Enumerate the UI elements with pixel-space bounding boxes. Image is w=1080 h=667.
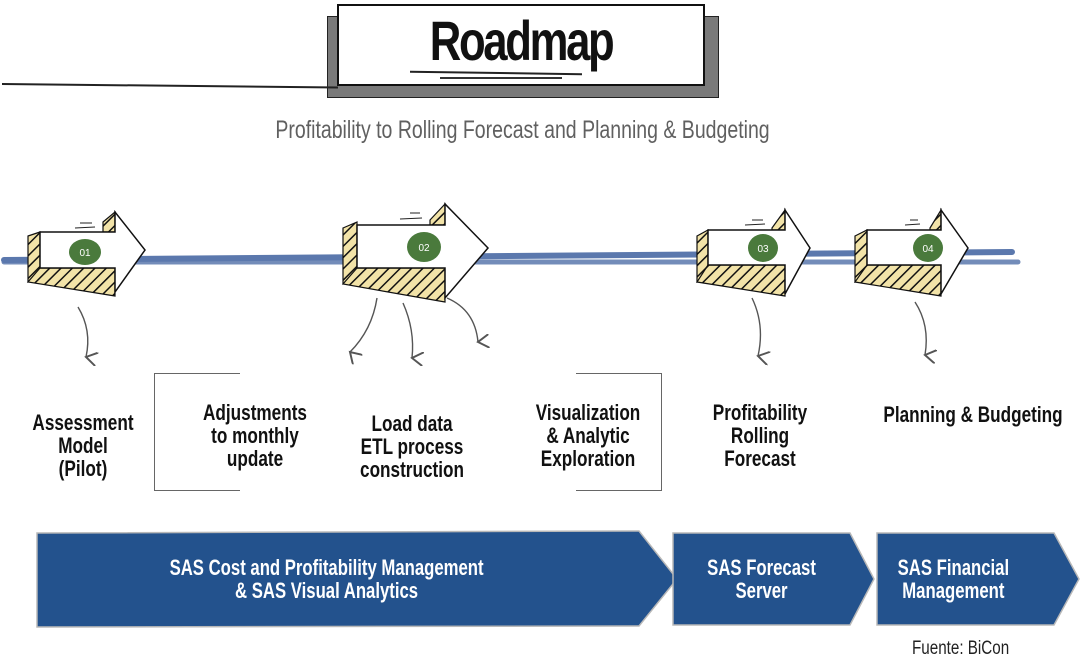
milestone-badge-04: 04 bbox=[913, 234, 943, 262]
milestone-badge-02: 02 bbox=[407, 232, 441, 262]
product-sas-forecast-server: SAS Forecast Server bbox=[672, 530, 876, 628]
pointer-arrow-01 bbox=[77, 306, 88, 357]
product-sas-cost-profitability: SAS Cost and Profitability Management & … bbox=[36, 528, 678, 630]
pointer-arrow-02c bbox=[446, 297, 478, 342]
activity-planning-budgeting: Planning & Budgeting bbox=[883, 402, 1063, 427]
activity-adjustments-monthly: Adjustments to monthly update bbox=[203, 400, 307, 471]
product-label: SAS Cost and Profitability Management & … bbox=[169, 555, 484, 603]
svg-text:04: 04 bbox=[922, 244, 934, 255]
product-sas-financial-management: SAS Financial Management bbox=[876, 530, 1080, 628]
activity-load-data-etl: Load data ETL process construction bbox=[360, 411, 464, 482]
pointer-arrow-03 bbox=[751, 297, 760, 356]
title-underline-secondary bbox=[440, 77, 562, 79]
activity-assessment-model: Assessment Model (Pilot) bbox=[32, 410, 134, 481]
page-title: Roadmap bbox=[429, 8, 615, 72]
svg-text:02: 02 bbox=[418, 243, 430, 254]
milestone-badge-01: 01 bbox=[69, 239, 101, 265]
pointer-arrow-02b bbox=[402, 302, 413, 358]
chevron-shape bbox=[672, 532, 875, 626]
product-label: SAS Financial Management bbox=[897, 555, 1009, 603]
activity-visualization: Visualization & Analytic Exploration bbox=[535, 400, 641, 471]
pointer-arrow-04 bbox=[914, 301, 926, 355]
activity-profitability-forecast: Profitability Rolling Forecast bbox=[712, 400, 808, 471]
svg-text:01: 01 bbox=[79, 248, 91, 259]
pointer-arrow-02a bbox=[350, 297, 378, 352]
product-label: SAS Forecast Server bbox=[707, 555, 816, 603]
timeline-line bbox=[1, 249, 1021, 265]
milestone-badge-03: 03 bbox=[748, 234, 778, 262]
pointer-arrows bbox=[77, 297, 926, 358]
milestone-arrow-04 bbox=[853, 207, 969, 297]
bracket-left bbox=[154, 373, 240, 491]
chevron-shape bbox=[36, 530, 678, 628]
svg-text:03: 03 bbox=[757, 244, 769, 255]
bracket-right bbox=[576, 373, 662, 491]
chevron-shape bbox=[876, 532, 1080, 626]
page-subtitle: Profitability to Rolling Forecast and Pl… bbox=[275, 116, 770, 144]
source-credit: Fuente: BiCon bbox=[912, 638, 1010, 659]
